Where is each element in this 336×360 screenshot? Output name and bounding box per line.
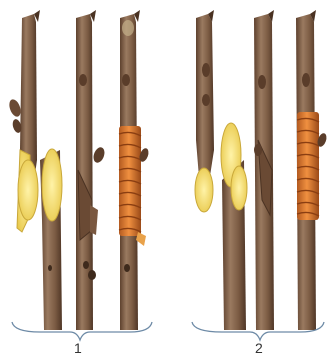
rootstock-1 (40, 149, 62, 330)
group-1 (7, 10, 152, 340)
group-2 (192, 10, 328, 340)
bound-graft-2 (296, 10, 328, 330)
bound-graft-1 (119, 10, 150, 330)
scion-1 (7, 10, 40, 232)
joined-graft-1 (76, 10, 106, 330)
group-label-2: 2 (255, 341, 263, 355)
joined-graft-2 (254, 10, 274, 330)
scion-2 (196, 10, 214, 190)
group-label-1: 1 (74, 341, 82, 355)
